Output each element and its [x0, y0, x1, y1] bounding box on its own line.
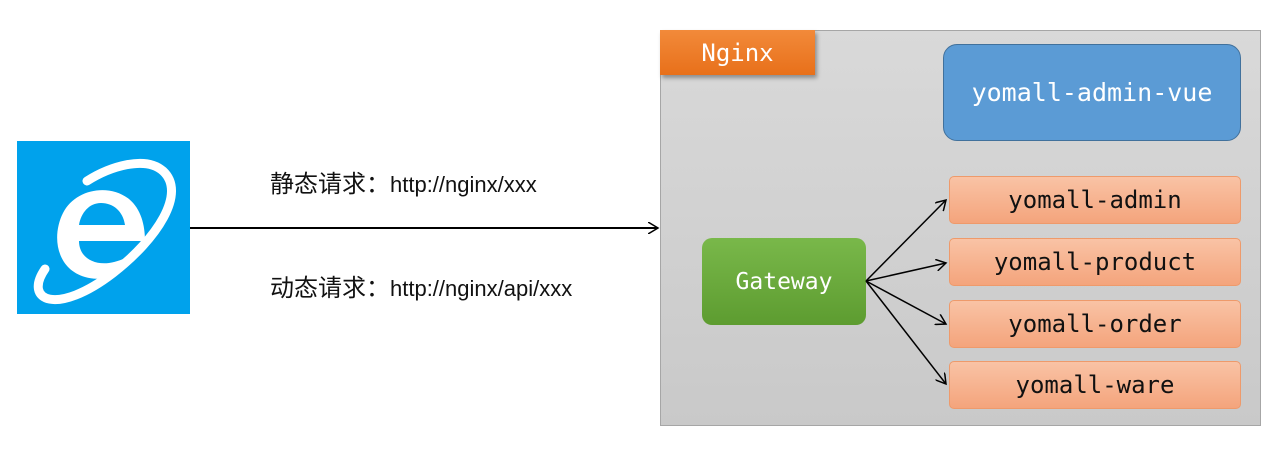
dynamic-request-label: 动态请求：http://nginx/api/xxx — [270, 268, 572, 303]
service-node-order: yomall-order — [949, 300, 1241, 348]
internet-explorer-icon — [33, 158, 176, 305]
frontend-node: yomall-admin-vue — [943, 44, 1241, 141]
service-node-ware: yomall-ware — [949, 361, 1241, 409]
static-request-url: http://nginx/xxx — [390, 172, 537, 197]
nginx-label: Nginx — [660, 30, 815, 75]
service-node-admin: yomall-admin — [949, 176, 1241, 224]
service-node-product: yomall-product — [949, 238, 1241, 286]
dynamic-request-prefix: 动态请求： — [270, 274, 390, 302]
static-request-prefix: 静态请求： — [270, 170, 390, 198]
dynamic-request-url: http://nginx/api/xxx — [390, 276, 573, 301]
browser-tile — [17, 141, 190, 314]
static-request-label: 静态请求：http://nginx/xxx — [270, 164, 537, 199]
gateway-node: Gateway — [702, 238, 866, 325]
